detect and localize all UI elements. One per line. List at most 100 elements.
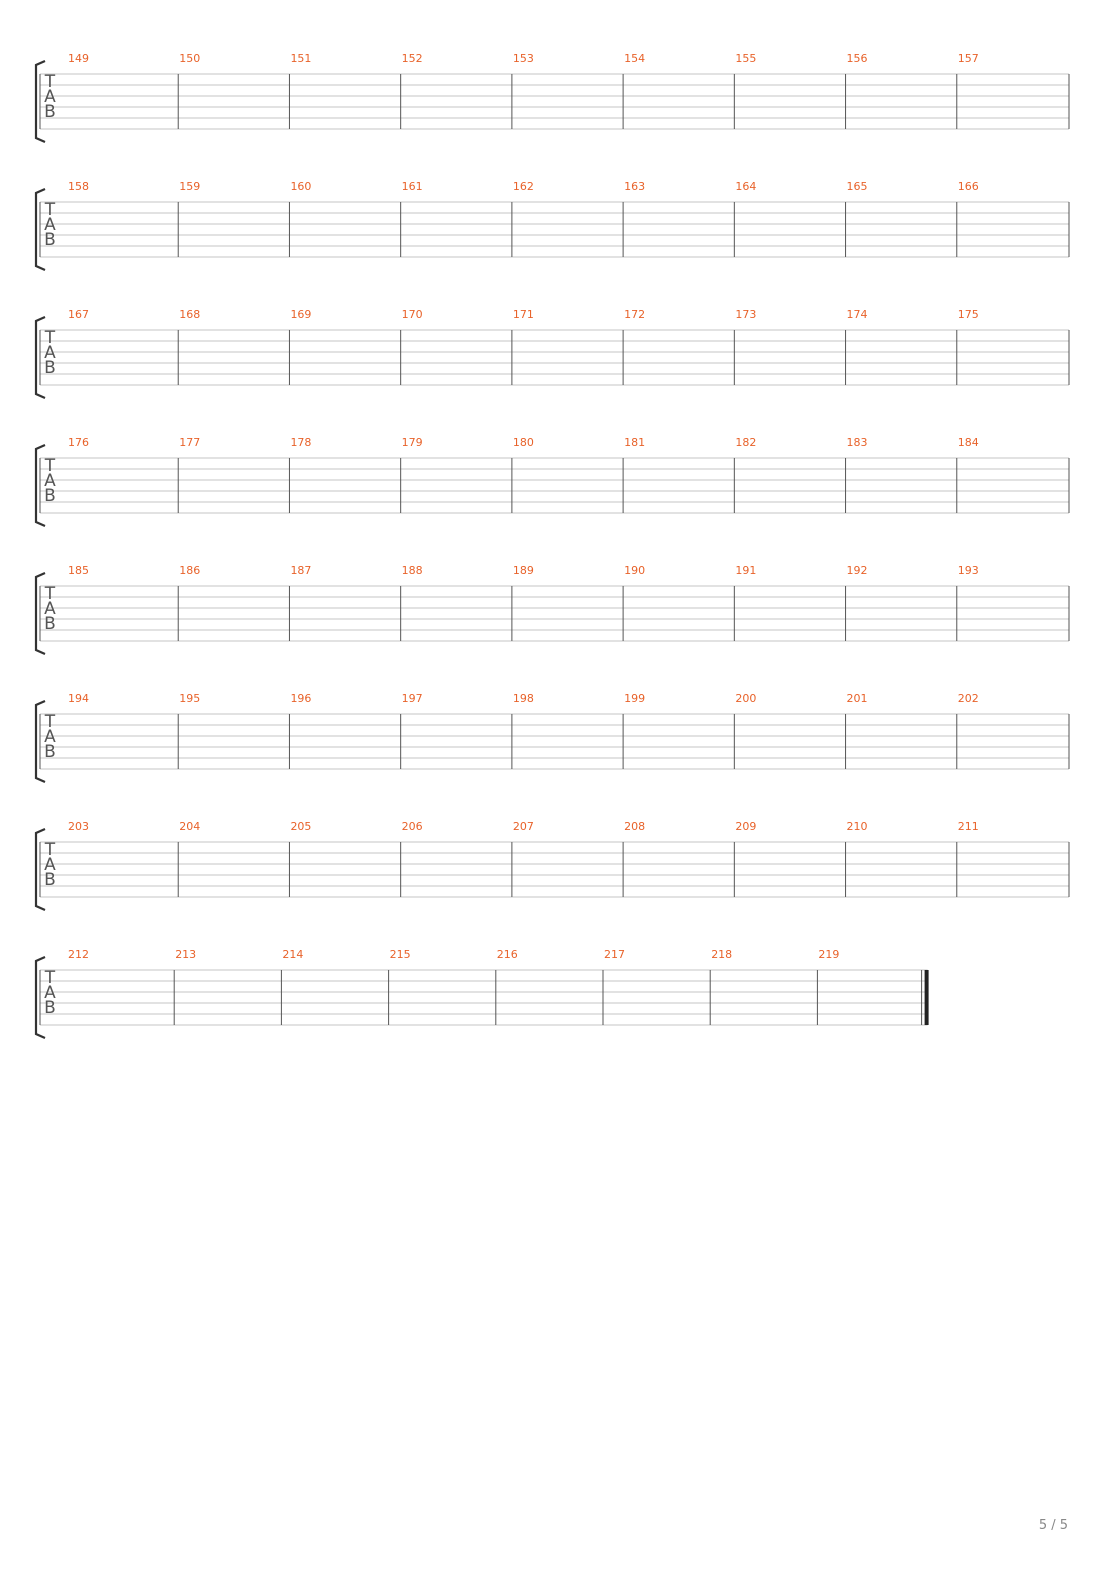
system-bracket — [34, 699, 46, 784]
measure-number: 206 — [402, 820, 423, 833]
tab-clef-letter: B — [44, 870, 56, 890]
measure-number: 181 — [624, 436, 645, 449]
tab-clef-letter: A — [44, 599, 56, 619]
measure-number: 161 — [402, 180, 423, 193]
measure-number: 160 — [290, 180, 311, 193]
system-bracket — [34, 443, 46, 528]
measure-number: 212 — [68, 948, 89, 961]
measure-number: 168 — [179, 308, 200, 321]
measure-number: 208 — [624, 820, 645, 833]
tab-clef-letter: B — [44, 230, 56, 250]
measure-number: 188 — [402, 564, 423, 577]
measure-number: 170 — [402, 308, 423, 321]
final-barline-thick — [924, 970, 929, 1025]
measure-number: 207 — [513, 820, 534, 833]
measure-number: 157 — [958, 52, 979, 65]
tab-clef-letter: T — [44, 200, 56, 220]
measure-number: 178 — [290, 436, 311, 449]
measure-number: 190 — [624, 564, 645, 577]
measure-number: 204 — [179, 820, 200, 833]
tab-clef-letter: B — [44, 486, 56, 506]
measure-number: 180 — [513, 436, 534, 449]
measure-number: 219 — [818, 948, 839, 961]
measure-number: 174 — [847, 308, 868, 321]
measure-number: 189 — [513, 564, 534, 577]
tab-clef-letter: A — [44, 727, 56, 747]
measure-number: 165 — [847, 180, 868, 193]
tab-clef-letter: T — [44, 968, 56, 988]
system-bracket — [34, 187, 46, 272]
system-bracket — [34, 827, 46, 912]
tab-clef-letter: B — [44, 102, 56, 122]
measure-number: 162 — [513, 180, 534, 193]
measure-number: 214 — [282, 948, 303, 961]
system-bracket — [34, 59, 46, 144]
measure-number: 216 — [497, 948, 518, 961]
measure-number: 156 — [847, 52, 868, 65]
measure-number: 183 — [847, 436, 868, 449]
measure-number: 152 — [402, 52, 423, 65]
measure-number: 171 — [513, 308, 534, 321]
measure-number: 155 — [735, 52, 756, 65]
measure-number: 163 — [624, 180, 645, 193]
measure-number: 217 — [604, 948, 625, 961]
tab-clef-letter: A — [44, 343, 56, 363]
measure-number: 158 — [68, 180, 89, 193]
measure-number: 209 — [735, 820, 756, 833]
measure-number: 200 — [735, 692, 756, 705]
measure-number: 195 — [179, 692, 200, 705]
measure-number: 186 — [179, 564, 200, 577]
measure-number: 173 — [735, 308, 756, 321]
measure-number: 218 — [711, 948, 732, 961]
measure-number: 151 — [290, 52, 311, 65]
tab-clef-letter: A — [44, 215, 56, 235]
measure-number: 150 — [179, 52, 200, 65]
measure-number: 191 — [735, 564, 756, 577]
measure-number: 215 — [390, 948, 411, 961]
system-bracket — [34, 955, 46, 1040]
measure-number: 166 — [958, 180, 979, 193]
tab-clef-letter: B — [44, 614, 56, 634]
measure-number: 176 — [68, 436, 89, 449]
measure-number: 187 — [290, 564, 311, 577]
tab-clef-letter: A — [44, 471, 56, 491]
measure-number: 149 — [68, 52, 89, 65]
measure-number: 210 — [847, 820, 868, 833]
tab-clef-letter: T — [44, 456, 56, 476]
measure-number: 198 — [513, 692, 534, 705]
measure-number: 172 — [624, 308, 645, 321]
measure-number: 196 — [290, 692, 311, 705]
tab-clef-letter: T — [44, 584, 56, 604]
measure-number: 211 — [958, 820, 979, 833]
tab-clef-letter: A — [44, 855, 56, 875]
tab-clef-letter: T — [44, 72, 56, 92]
measure-number: 202 — [958, 692, 979, 705]
system-bracket — [34, 571, 46, 656]
measure-number: 153 — [513, 52, 534, 65]
measure-number: 169 — [290, 308, 311, 321]
measure-number: 164 — [735, 180, 756, 193]
page-number: 5 / 5 — [1038, 1518, 1068, 1533]
tab-clef-letter: A — [44, 87, 56, 107]
tab-clef-letter: T — [44, 840, 56, 860]
measure-number: 167 — [68, 308, 89, 321]
measure-number: 193 — [958, 564, 979, 577]
measure-number: 184 — [958, 436, 979, 449]
measure-number: 177 — [179, 436, 200, 449]
tab-clef-letter: B — [44, 358, 56, 378]
measure-number: 159 — [179, 180, 200, 193]
system-bracket — [34, 315, 46, 400]
tab-clef-letter: A — [44, 983, 56, 1003]
measure-number: 179 — [402, 436, 423, 449]
tab-clef-letter: T — [44, 328, 56, 348]
measure-number: 194 — [68, 692, 89, 705]
tab-clef-letter: B — [44, 742, 56, 762]
measure-number: 213 — [175, 948, 196, 961]
measure-number: 205 — [290, 820, 311, 833]
measure-number: 192 — [847, 564, 868, 577]
measure-number: 201 — [847, 692, 868, 705]
measure-number: 185 — [68, 564, 89, 577]
tab-clef-letter: T — [44, 712, 56, 732]
measure-number: 182 — [735, 436, 756, 449]
